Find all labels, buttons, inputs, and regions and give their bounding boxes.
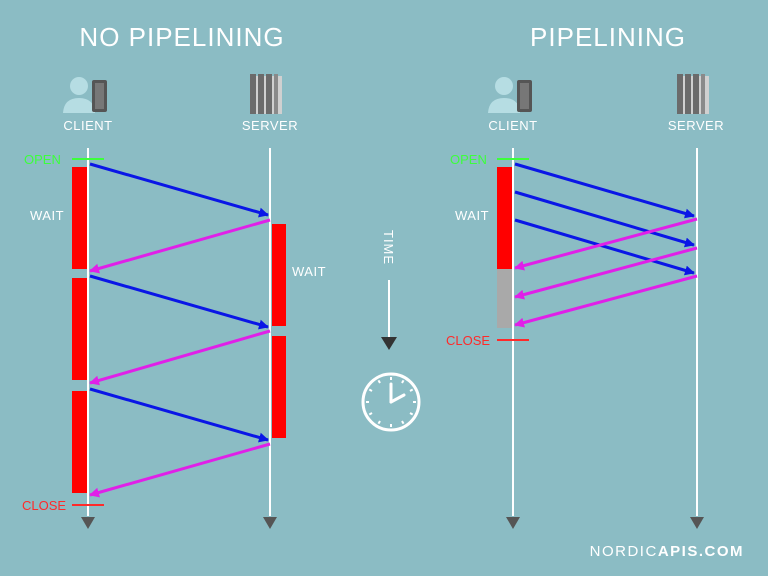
no-pipelining-panel: NO PIPELINING CLIENT SERVER OPEN CLOSE — [22, 22, 326, 529]
pipelining-title: PIPELINING — [530, 22, 686, 52]
response-arrow — [514, 274, 698, 328]
response-arrow — [89, 218, 271, 274]
client-label: CLIENT — [63, 118, 112, 133]
server-wait-label: WAIT — [292, 264, 326, 279]
client-wait-bar — [72, 278, 87, 380]
client-wait-bar — [497, 167, 512, 269]
brand-logo: NORDICAPIS.COM — [590, 543, 744, 560]
response-arrow — [514, 246, 698, 300]
server-label: SERVER — [242, 118, 298, 133]
request-arrow — [89, 387, 269, 443]
open-label: OPEN — [24, 152, 61, 167]
response-arrow — [89, 329, 271, 386]
brand-suffix: APIS.COM — [658, 543, 744, 560]
open-label: OPEN — [450, 152, 487, 167]
request-arrow — [514, 218, 695, 276]
client-wait-label: WAIT — [455, 208, 489, 223]
client-timeline-arrowhead — [81, 517, 95, 529]
client-label: CLIENT — [488, 118, 537, 133]
close-label: CLOSE — [446, 333, 490, 348]
client-person-icon — [488, 77, 532, 113]
server-wait-bar — [272, 224, 286, 326]
time-arrowhead — [381, 337, 397, 350]
pipelining-panel: PIPELINING CLIENT SERVER OPEN CLOSE WAIT — [446, 22, 724, 529]
client-wait-bar — [72, 167, 87, 269]
request-arrow — [89, 274, 269, 330]
server-wait-bar — [272, 336, 286, 438]
server-rack-icon — [250, 74, 282, 114]
time-label: TIME — [381, 230, 396, 265]
client-wait-label: WAIT — [30, 208, 64, 223]
time-indicator: TIME — [361, 230, 421, 432]
brand-prefix: NORDIC — [590, 543, 658, 560]
request-arrow — [514, 162, 695, 219]
client-wait-bar — [72, 391, 87, 493]
server-timeline-arrowhead — [690, 517, 704, 529]
response-arrow — [89, 442, 271, 498]
response-arrow — [514, 217, 698, 271]
server-timeline-arrowhead — [263, 517, 277, 529]
client-timeline-arrowhead — [506, 517, 520, 529]
request-arrow — [89, 162, 269, 218]
clock-icon — [361, 372, 421, 432]
server-label: SERVER — [668, 118, 724, 133]
no-pipelining-title: NO PIPELINING — [79, 22, 284, 52]
request-arrow — [514, 190, 695, 248]
server-rack-icon — [677, 74, 709, 114]
client-person-icon — [63, 77, 107, 113]
client-idle-bar — [497, 269, 512, 328]
close-label: CLOSE — [22, 498, 66, 513]
